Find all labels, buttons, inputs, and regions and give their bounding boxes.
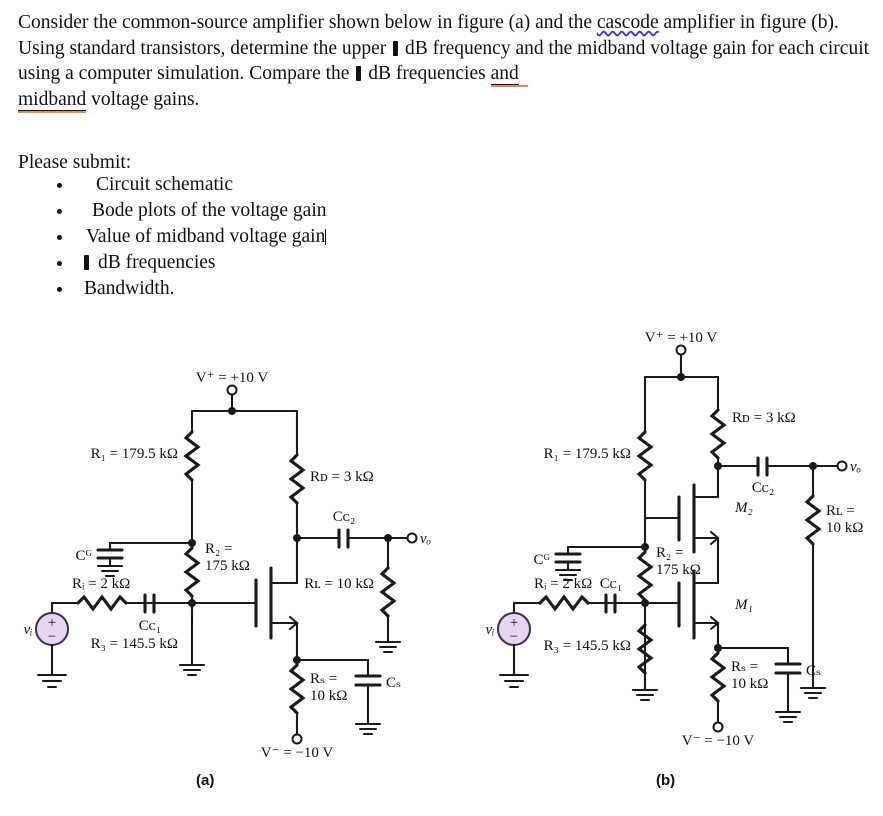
- label-vo-a: vₒ: [420, 531, 431, 547]
- label-cc1-a: Cᴄ₁: [139, 618, 161, 634]
- label-rd-b: Rᴅ = 3 kΩ: [732, 410, 796, 426]
- label-vplus-a: V⁺ = +10 V: [196, 370, 269, 386]
- label-vminus-b: V⁻ = −10 V: [682, 733, 755, 749]
- label-r1-a: R₁ = 179.5 kΩ: [91, 446, 178, 462]
- paragraph-part-1: Consider the common-source amplifier sho…: [18, 12, 597, 33]
- list-item-label: Value of midband voltage gain: [86, 226, 326, 247]
- label-rd-a: Rᴅ = 3 kΩ: [310, 469, 374, 485]
- label-cs-a: Cₛ: [386, 675, 401, 691]
- paragraph-part-5: voltage gains.: [86, 88, 200, 110]
- label-source-plus-b: +: [510, 615, 518, 631]
- vo-terminal-a: [406, 532, 418, 544]
- label-source-plus-a: +: [48, 615, 56, 631]
- vminus-terminal-a: [291, 733, 303, 745]
- vminus-terminal-b: [712, 721, 724, 733]
- paragraph-part-3: dB frequency and the midband voltage gai…: [18, 37, 870, 85]
- paragraph-part-2: amplifier in figure (b). Using standard …: [18, 12, 839, 59]
- label-cc2-a: Cᴄ₂: [333, 509, 355, 525]
- label-rl-line2-b: 10 kΩ: [826, 520, 863, 536]
- tracked-insertion-and: and: [490, 63, 519, 87]
- label-source-minus-a: −: [48, 629, 56, 645]
- problem-paragraph: Consider the common-source amplifier sho…: [18, 10, 870, 113]
- label-cc2-b: Cᴄ₂: [752, 480, 774, 496]
- list-item-label: Circuit schematic: [96, 174, 233, 195]
- misspelled-word-cascode: cascode: [596, 12, 659, 33]
- list-item-db-frequencies: dB frequencies: [74, 250, 327, 276]
- label-rs-line2-a: 10 kΩ: [310, 688, 347, 704]
- label-r2-line2-b: 175 kΩ: [656, 562, 701, 578]
- label-r2-line2-a: 175 kΩ: [205, 558, 250, 574]
- label-vo-b: vₒ: [850, 459, 861, 475]
- paragraph-part-4: dB frequencies: [363, 63, 491, 84]
- problem-statement: Consider the common-source amplifier sho…: [18, 10, 870, 113]
- vplus-terminal-b: [675, 344, 687, 356]
- junction-vplus-a: [228, 407, 236, 415]
- circuit-a-labels: V⁺ = +10 V V⁻ = −10 V R₁ = 179.5 kΩ R₂ =…: [23, 370, 430, 761]
- label-rs-line1-a: Rₛ =: [310, 671, 337, 687]
- label-rl-a: Rʟ = 10 kΩ: [304, 576, 374, 592]
- list-item-label: dB frequencies: [98, 252, 216, 273]
- vo-terminal-b: [836, 460, 848, 472]
- list-item-bode-plots: Bode plots of the voltage gain: [74, 198, 327, 224]
- label-cc1-b: Cᴄ₁: [600, 576, 622, 592]
- label-r2-line1-a: R₂ =: [205, 541, 232, 557]
- list-item-circuit-schematic: Circuit schematic: [74, 172, 327, 198]
- label-cs-b: Cₛ: [806, 663, 821, 679]
- label-m1-b: M₁: [734, 597, 753, 613]
- label-r3-b: R₃ = 145.5 kΩ: [544, 638, 631, 654]
- figure-a-caption: (a): [196, 772, 215, 789]
- submit-heading: Please submit:: [18, 152, 132, 173]
- label-ri-b: Rᵢ = 2 kΩ: [534, 576, 592, 592]
- label-vi-b: vᵢ: [485, 622, 494, 638]
- corrupt-glyph-icon-1: [393, 40, 399, 56]
- label-vplus-b: V⁺ = +10 V: [645, 330, 718, 346]
- label-vminus-a: V⁻ = −10 V: [261, 745, 334, 761]
- text-caret: [325, 229, 327, 245]
- label-r1-b: R₁ = 179.5 kΩ: [544, 446, 631, 462]
- label-rs-line1-b: Rₛ =: [731, 659, 758, 675]
- label-r3-a: R₃ = 145.5 kΩ: [91, 636, 178, 652]
- label-source-minus-b: −: [510, 629, 518, 645]
- list-item-bandwidth: Bandwidth.: [74, 276, 327, 302]
- corrupt-glyph-icon-3: [84, 255, 89, 270]
- label-m2-b: M₂: [734, 500, 753, 516]
- label-cg-b: Cᴳ: [534, 552, 551, 568]
- label-r2-line1-b: R₂ =: [656, 545, 683, 561]
- label-cg-a: Cᴳ: [76, 548, 93, 564]
- label-rl-line1-b: Rʟ =: [826, 503, 855, 519]
- circuit-a-wires: [34, 384, 418, 745]
- list-item-label: Bode plots of the voltage gain: [92, 200, 327, 221]
- tracked-insertion-midband: midband: [18, 88, 87, 113]
- junction-vplus-b: [677, 373, 685, 381]
- label-rs-line2-b: 10 kΩ: [731, 676, 768, 692]
- corrupt-glyph-icon-2: [356, 66, 362, 81]
- label-vi-a: vᵢ: [23, 622, 32, 638]
- label-ri-a: Rᵢ = 2 kΩ: [72, 576, 130, 592]
- figure-b-caption: (b): [656, 772, 676, 789]
- list-item-label: Bandwidth.: [84, 278, 175, 299]
- list-item-midband-gain: Value of midband voltage gain: [74, 224, 327, 250]
- circuit-b-wires: [496, 344, 848, 733]
- circuit-b-labels: V⁺ = +10 V V⁻ = −10 V R₁ = 179.5 kΩ R₂ =…: [485, 330, 863, 749]
- submission-list: Circuit schematic Bode plots of the volt…: [52, 172, 327, 302]
